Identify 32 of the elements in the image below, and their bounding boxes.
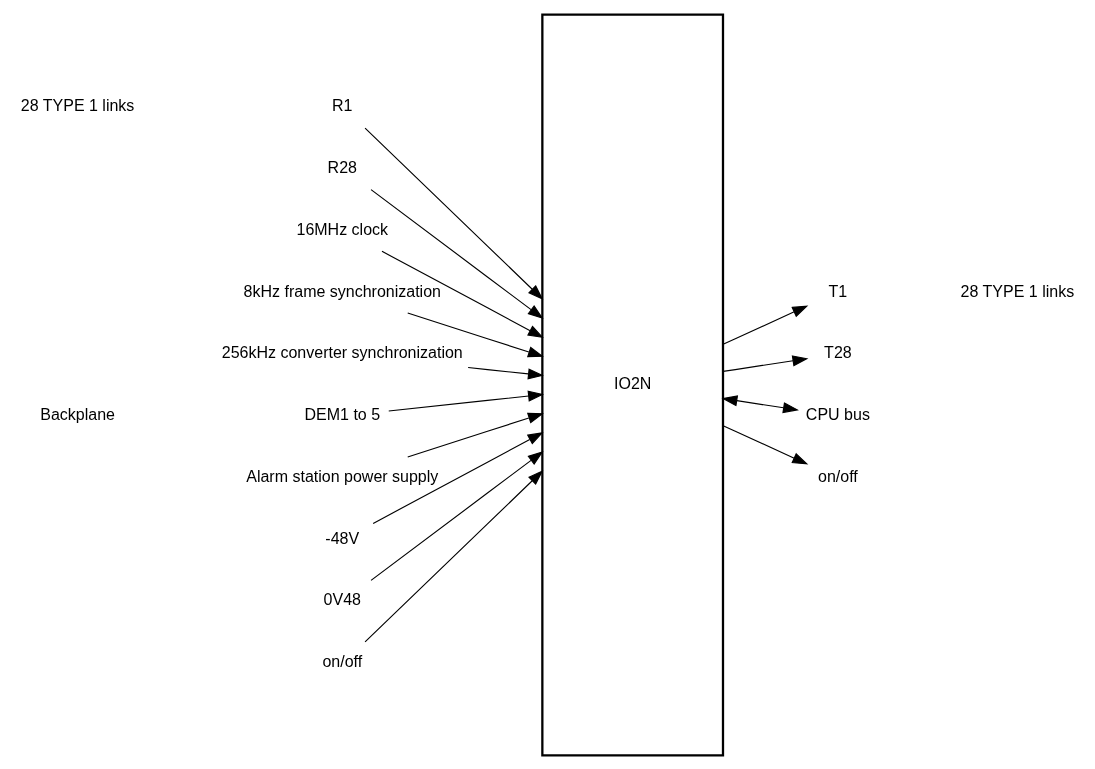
arrow — [364, 127, 544, 300]
node-text: -48V — [325, 529, 360, 547]
arrow — [407, 412, 544, 457]
node-text: on/off — [818, 467, 858, 485]
node-text: R28 — [327, 158, 357, 176]
arrow — [722, 424, 809, 465]
arrow — [370, 188, 544, 319]
arrow — [364, 469, 544, 642]
arrow — [370, 450, 544, 581]
node-text: DEM1 to 5 — [304, 405, 381, 423]
node-text: 16MHz clock — [296, 220, 389, 238]
arrow — [722, 354, 809, 372]
node-box: IO2N — [541, 12, 725, 757]
arrow — [721, 394, 799, 413]
arrow — [372, 431, 544, 524]
arrow — [407, 312, 544, 357]
arrow — [722, 304, 809, 345]
node-text: Alarm station power supply — [246, 467, 439, 485]
label: Backplane — [40, 405, 115, 423]
node-text: T28 — [824, 343, 852, 361]
label: 28 TYPE 1 links — [20, 96, 135, 114]
arrow — [381, 250, 544, 338]
arrow — [388, 390, 545, 412]
node-text: on/off — [322, 652, 363, 670]
node-text: T1 — [828, 282, 848, 300]
node-text: 256kHz converter synchronization — [221, 343, 463, 361]
node-text: 8kHz frame synchronization — [243, 282, 441, 300]
label: 28 TYPE 1 links — [960, 282, 1075, 300]
node-text: CPU bus — [805, 405, 870, 423]
node-text: R1 — [332, 96, 353, 114]
node-text: 0V48 — [323, 590, 361, 608]
arrow — [467, 366, 544, 379]
